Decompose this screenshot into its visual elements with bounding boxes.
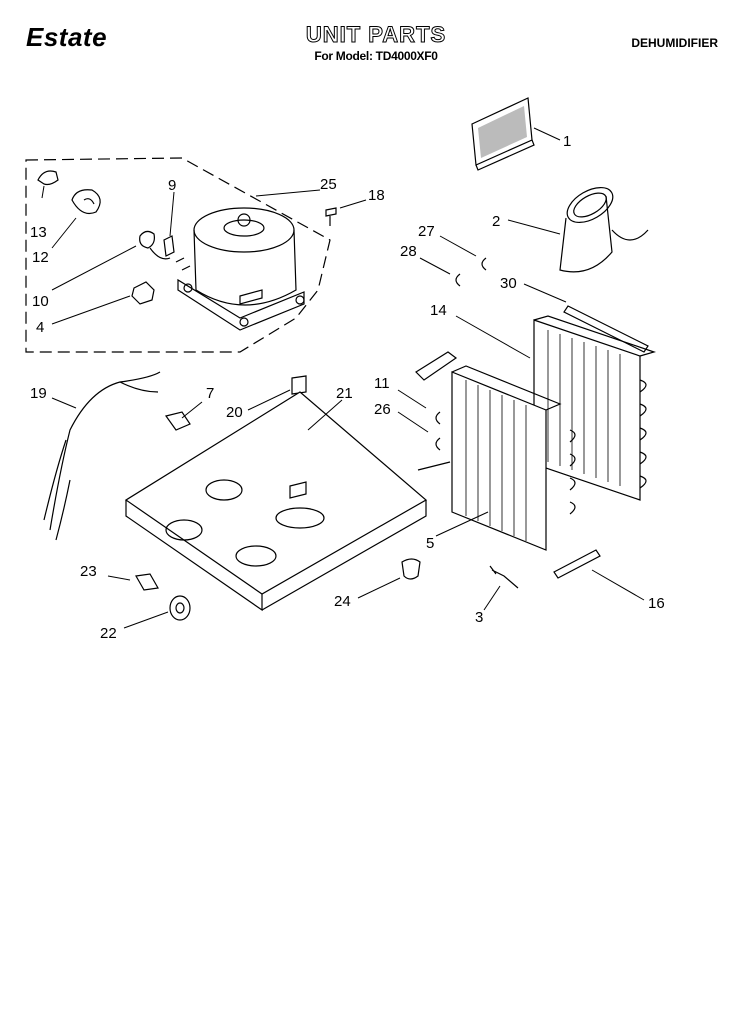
callout-11: 11	[374, 375, 390, 392]
page-title: UNIT PARTS	[305, 22, 447, 48]
callout-28: 28	[400, 243, 417, 260]
callout-7: 7	[206, 385, 214, 402]
part-bend-27	[481, 257, 487, 271]
model-subtitle: For Model: TD4000XF0	[314, 49, 438, 63]
part-wire-harness	[43, 371, 161, 541]
callout-19: 19	[30, 385, 47, 402]
part-filter	[471, 97, 535, 171]
part-condenser	[415, 351, 562, 551]
part-connector-4	[131, 281, 155, 305]
part-overload-10	[139, 230, 171, 260]
part-caster-22	[169, 595, 191, 621]
callout-9: 9	[168, 177, 176, 194]
callout-22: 22	[100, 625, 117, 642]
callout-24: 24	[334, 593, 351, 610]
callout-3: 3	[475, 609, 483, 626]
part-cover-12	[71, 189, 101, 215]
callout-12: 12	[32, 249, 49, 266]
callout-10: 10	[32, 293, 49, 310]
part-seal-16	[553, 549, 601, 579]
part-tube-23	[135, 573, 159, 591]
part-foot-24	[401, 558, 421, 580]
callout-2: 2	[492, 213, 500, 230]
callout-18: 18	[368, 187, 385, 204]
part-air-duct	[559, 186, 649, 273]
part-compressor	[175, 207, 305, 331]
callout-16: 16	[648, 595, 665, 612]
product-category: DEHUMIDIFIER	[631, 36, 718, 50]
compressor-group-outline	[25, 157, 331, 353]
callout-4: 4	[36, 319, 44, 336]
coil-return-bends	[569, 379, 647, 515]
part-bend-11	[435, 411, 441, 425]
callout-27: 27	[418, 223, 435, 240]
callout-1: 1	[563, 133, 571, 150]
callout-14: 14	[430, 302, 447, 319]
part-relay-9	[163, 235, 175, 257]
leader-lines	[41, 127, 645, 629]
part-bend-28	[455, 273, 461, 287]
part-base-pan	[124, 391, 428, 612]
callout-30: 30	[500, 275, 517, 292]
callout-13: 13	[30, 224, 47, 241]
callout-20: 20	[226, 404, 243, 421]
brand-logo: Estate	[26, 22, 108, 52]
callout-21: 21	[336, 385, 353, 402]
part-screw-18	[325, 207, 337, 226]
callout-23: 23	[80, 563, 97, 580]
part-clip-13	[37, 170, 59, 186]
callout-5: 5	[426, 535, 434, 552]
part-seal-30	[563, 305, 649, 353]
part-screw-3	[489, 565, 519, 589]
callout-25: 25	[320, 176, 337, 193]
callout-26: 26	[374, 401, 391, 418]
part-bend-26	[435, 437, 441, 451]
part-clip-7	[164, 411, 191, 431]
